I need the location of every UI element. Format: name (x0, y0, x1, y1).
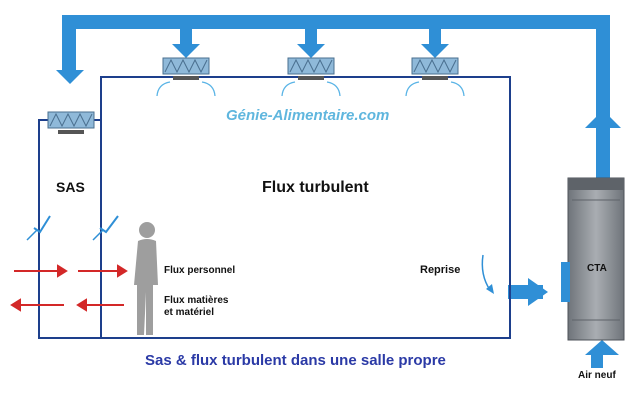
main-room-label: Flux turbulent (262, 179, 369, 196)
filter-diffusers (47, 57, 459, 134)
filter-diffuser-icon (287, 57, 335, 80)
blue-arrow-right-icon (528, 278, 548, 306)
reprise-label: Reprise (420, 264, 461, 276)
flux-matieres-line2: et matériel (164, 307, 215, 318)
watermark: Génie-Alimentaire.com (226, 107, 390, 124)
air-neuf-label: Air neuf (578, 370, 616, 381)
top-duct (62, 15, 610, 29)
blue-arrow-up-icon (585, 110, 621, 128)
blue-arrow-down-icon (172, 44, 200, 58)
reprise-arrow (481, 254, 494, 294)
blue-arrow-down-icon (421, 44, 449, 58)
flux-matieres-line1: Flux matières (164, 295, 229, 306)
door-curl-icons (26, 215, 119, 241)
cta-label: CTA (587, 263, 607, 274)
air-curve-arrow-icon (481, 254, 491, 291)
red-arrow-right-icon (57, 264, 68, 278)
flux-matieres-label: Flux matières et matériel (164, 295, 228, 319)
left-drop-duct (62, 15, 76, 70)
flow-arrows (10, 264, 128, 312)
filter-diffuser-icon (47, 111, 95, 134)
cta-unit (561, 177, 625, 341)
blue-arrows (56, 44, 621, 355)
person-silhouette-icon (134, 222, 158, 335)
red-arrow-left-icon (10, 298, 21, 312)
air-curve-arrow-icon (33, 215, 51, 234)
blue-arrow-up-icon (585, 340, 619, 355)
blue-arrow-down-icon (297, 44, 325, 58)
filter-diffuser-icon (411, 57, 459, 80)
red-arrow-left-icon (76, 298, 87, 312)
diffuser-air-curves (156, 81, 465, 97)
right-riser-duct (596, 15, 610, 183)
red-arrow-right-icon (117, 264, 128, 278)
air-curve-arrow-icon (99, 215, 119, 234)
sas-label: SAS (56, 179, 85, 195)
filter-diffuser-icon (162, 57, 210, 80)
flux-personnel-label: Flux personnel (164, 265, 236, 276)
diagram-caption: Sas & flux turbulent dans une salle prop… (145, 352, 446, 369)
blue-arrow-down-icon (56, 70, 84, 84)
